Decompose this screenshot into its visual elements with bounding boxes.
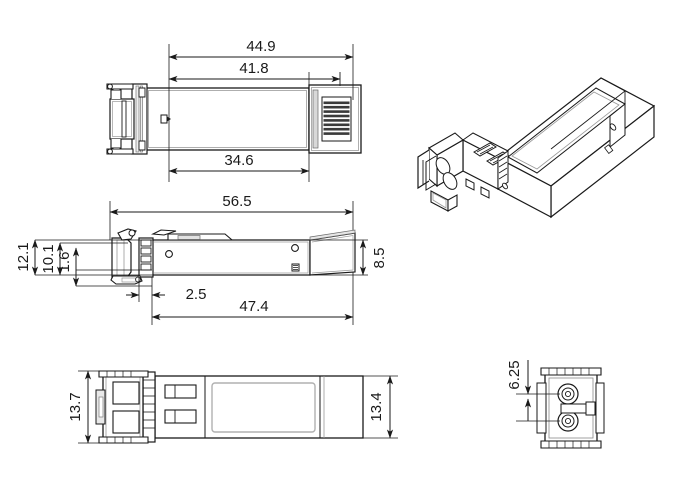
isometric-view (417, 77, 656, 219)
dimension-47-4: 47.4 (151, 298, 354, 321)
side-view-body (138, 229, 356, 278)
dimension-13-7-label: 13.7 (67, 392, 84, 421)
dimension-56-5: 56.5 (109, 193, 354, 216)
front-end-view-dimensions: 6.25 (506, 360, 532, 421)
bottom-view-dimensions: 13.7 13.4 (67, 370, 394, 444)
dimension-10-1-label: 10.1 (40, 244, 57, 273)
dimension-34-6: 34.6 (168, 152, 310, 175)
front-end-view-body (536, 367, 605, 449)
dimension-13-4-label: 13.4 (368, 392, 385, 421)
dimension-8-5: 8.5 (359, 239, 388, 276)
dimension-44-9-label: 44.9 (246, 38, 275, 55)
dimension-8-5-label: 8.5 (371, 248, 388, 269)
top-view-body (145, 84, 362, 154)
side-view (35, 201, 368, 325)
dimension-41-8-label: 41.8 (239, 60, 268, 77)
front-end-view-extension-lines (516, 393, 560, 422)
top-view-dimensions: 44.9 41.8 34.6 (168, 38, 354, 175)
front-end-view (516, 367, 605, 449)
side-view-dimensions: 56.5 12.1 10.1 1.6 8.5 2.5 47.4 (15, 193, 388, 321)
dimension-2-5: 2.5 (126, 286, 206, 303)
dimension-2-5-label: 2.5 (186, 286, 207, 303)
side-view-latch-assembly (110, 228, 143, 285)
bottom-view (78, 370, 398, 444)
bottom-view-body (95, 370, 364, 444)
dimension-56-5-label: 56.5 (222, 193, 251, 210)
dimension-13-4: 13.4 (368, 375, 394, 439)
dimension-12-1-label: 12.1 (15, 242, 32, 271)
dimension-44-9: 44.9 (168, 38, 354, 61)
dimension-47-4-label: 47.4 (239, 298, 268, 315)
top-view-extension-lines (168, 44, 354, 182)
dimension-6-25-label: 6.25 (506, 360, 523, 389)
top-view (106, 44, 362, 182)
dimension-13-7: 13.7 (67, 370, 92, 444)
dimension-1-6-label: 1.6 (56, 252, 73, 273)
dimension-12-1: 12.1 (15, 239, 39, 276)
top-view-latch-assembly (106, 83, 148, 155)
dimension-6-25: 6.25 (506, 360, 532, 421)
side-view-extension-lines (35, 201, 368, 325)
dimension-34-6-label: 34.6 (224, 152, 253, 169)
dimension-1-6: 1.6 (56, 247, 80, 287)
dimension-10-1: 10.1 (40, 242, 64, 276)
dimension-41-8: 41.8 (168, 60, 341, 86)
